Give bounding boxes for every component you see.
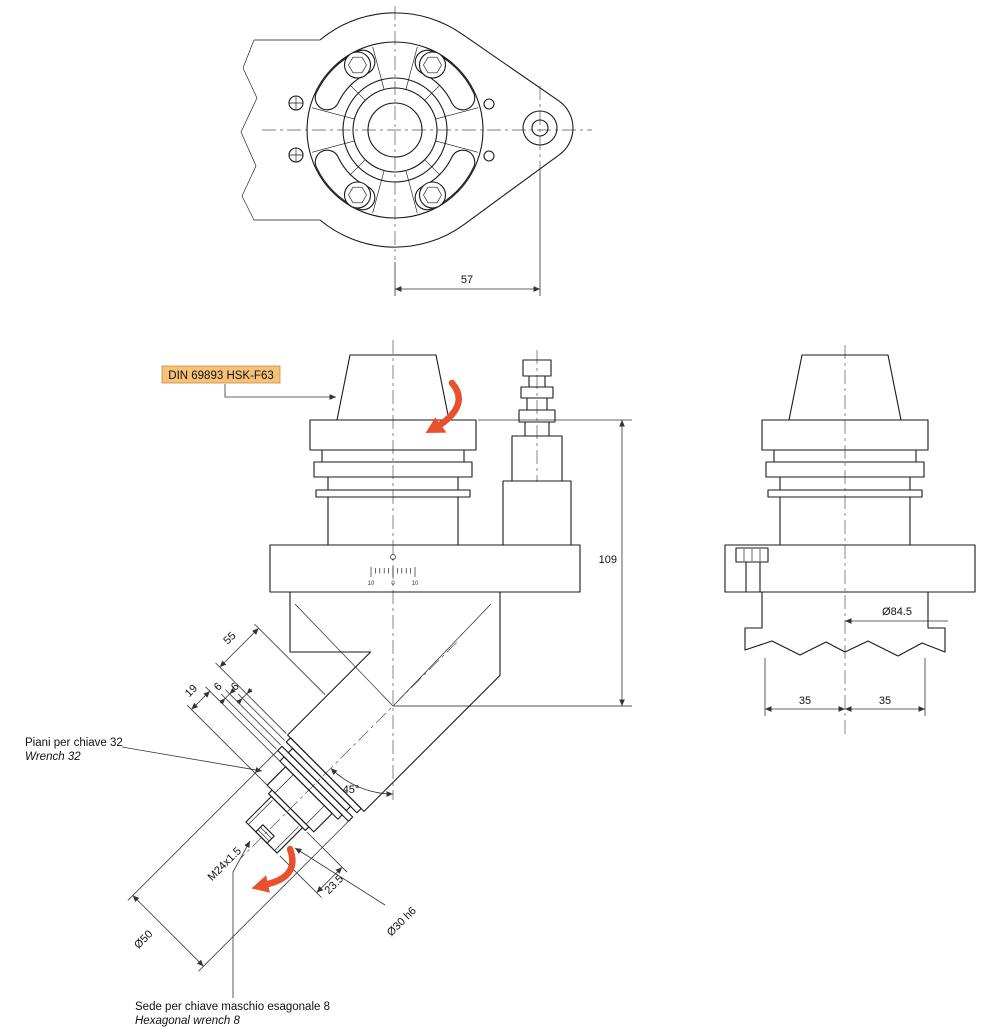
- dim-35-right-label: 35: [879, 695, 891, 707]
- wrench-flats-label-it: Piani per chiave 32: [25, 737, 123, 749]
- break-line: [240, 39, 320, 221]
- side-body-plate: [724, 544, 976, 593]
- hex-socket-label-it: Sede per chiave maschio esagonale 8: [135, 1001, 330, 1013]
- din-leader: [224, 384, 336, 400]
- dim-6b: 6: [212, 680, 281, 750]
- center-circle-1: [342, 77, 448, 183]
- wrench-flats-label-en: Wrench 32: [25, 751, 81, 763]
- hex-bolt-3: [343, 51, 372, 79]
- wrench-flats-callout: Piani per chiave 32 Wrench 32: [25, 737, 263, 773]
- hex-bolt-2: [343, 181, 372, 209]
- wrench-flats-leader: [121, 746, 263, 773]
- pin-holes: [288, 95, 495, 163]
- plate-hole: [390, 554, 396, 560]
- dim-d30-label: Ø30 h6: [385, 905, 419, 939]
- center-circle-2: [352, 87, 438, 173]
- hex-socket-callout: Sede per chiave maschio esagonale 8 Hexa…: [135, 840, 330, 1027]
- side-lower-body: [744, 592, 946, 657]
- spindle-assembly: 55 6 6 19 Ø50: [127, 623, 457, 972]
- scale-10-right: 10: [412, 581, 419, 587]
- dim-57-label: 57: [461, 274, 473, 286]
- rotation-arrow-bottom-icon: [251, 845, 296, 893]
- bolt-circle-outer: [306, 41, 484, 219]
- angle-scale: 10 0 10: [368, 567, 419, 587]
- boss-circle-bore: [531, 119, 549, 137]
- dim-45-label: 45°: [343, 784, 360, 796]
- flange-outline-lower-arc: [319, 219, 464, 248]
- dim-35-35: 35 35: [764, 658, 926, 716]
- hex-bolt-1: [418, 181, 447, 209]
- lobe-tangent-lines: [462, 34, 560, 226]
- dim-19: 19: [183, 683, 283, 788]
- scale-0: 0: [391, 581, 395, 587]
- dim-55-label: 55: [221, 630, 238, 647]
- dim-109-label: 109: [599, 554, 617, 566]
- dim-6a: 6: [229, 680, 286, 741]
- hex-socket-label-en: Hexagonal wrench 8: [135, 1015, 240, 1027]
- top-view: 57: [240, 6, 592, 296]
- front-view: 10 0 10 109 45°: [25, 340, 632, 1027]
- dim-d84-5: Ø84.5: [845, 606, 948, 624]
- dim-6b-label: 6: [212, 680, 225, 693]
- spindle-centerline: [240, 642, 457, 859]
- dim-19-label: 19: [183, 683, 200, 700]
- dim-d50-label: Ø50: [132, 928, 155, 951]
- dim-45deg: 45°: [330, 767, 394, 797]
- din-highlight-box[interactable]: [161, 365, 281, 384]
- boss-outer-arc: [558, 100, 574, 156]
- hex-bolt-4: [418, 51, 447, 79]
- side-view: Ø84.5 35 35: [724, 345, 976, 738]
- rotation-arrow-top-icon: [425, 379, 462, 433]
- dim-d30: Ø30 h6: [294, 847, 419, 939]
- boss-circle-mid: [522, 110, 558, 146]
- thread-label: M24x1.5: [206, 845, 244, 883]
- air-fitting: [502, 350, 572, 546]
- head-edge-lines: [294, 603, 492, 707]
- dim-55: 55: [215, 623, 326, 734]
- hex-socket: [255, 824, 275, 844]
- clamp-screw: [735, 547, 769, 593]
- scale-10-left: 10: [368, 581, 375, 587]
- center-bore: [367, 102, 423, 158]
- dim-23-5-label: 23.5: [322, 873, 346, 897]
- dim-35-left-label: 35: [799, 695, 811, 707]
- dim-109: 109: [478, 419, 632, 706]
- din-callout[interactable]: DIN 69893 HSK-F63: [161, 365, 336, 400]
- angle-head-housing: [287, 592, 501, 812]
- din-label[interactable]: DIN 69893 HSK-F63: [168, 370, 273, 382]
- top-view-centerlines: [262, 6, 592, 260]
- dim-d84-5-label: Ø84.5: [882, 606, 912, 618]
- dim-57: 57: [394, 172, 541, 296]
- hex-socket-leader: [232, 840, 251, 998]
- flange-outline-upper-arc: [319, 12, 464, 41]
- side-flange-stack: [761, 419, 929, 546]
- body-plate: [269, 544, 581, 593]
